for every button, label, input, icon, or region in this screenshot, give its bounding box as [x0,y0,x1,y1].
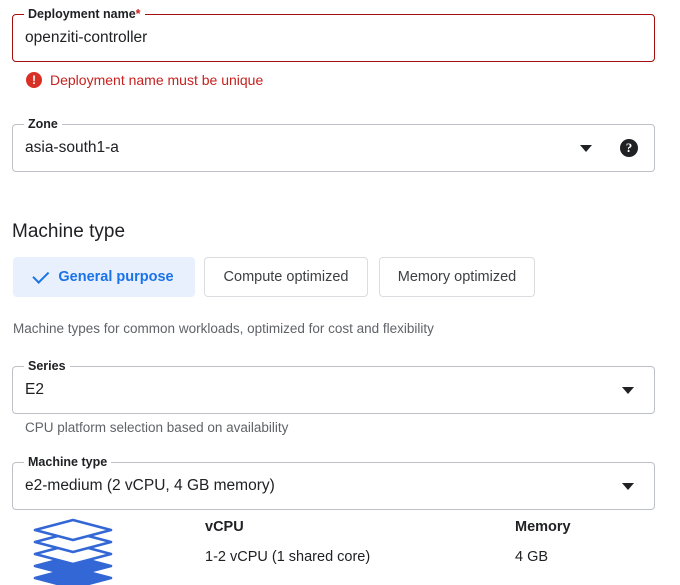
zone-label: Zone [24,117,62,131]
series-select[interactable]: Series E2 [12,359,655,414]
series-value: E2 [25,381,44,398]
spec-column-memory: Memory 4 GB [515,519,571,565]
machine-family-memory-optimized[interactable]: Memory optimized [379,257,535,297]
chevron-down-icon[interactable] [580,145,592,152]
machine-family-general-purpose-label: General purpose [58,269,174,285]
deployment-name-error: ! Deployment name must be unique [26,72,263,88]
deployment-name-label-text: Deployment name [28,7,136,21]
deployment-name-input[interactable]: openziti-controller [25,29,148,46]
help-icon[interactable]: ? [620,139,638,157]
required-asterisk: * [135,7,141,21]
chevron-down-icon[interactable] [622,387,634,394]
zone-select[interactable]: Zone asia-south1-a ? [12,117,655,172]
machine-family-memory-optimized-label: Memory optimized [397,269,517,285]
stacked-layers-icon [28,512,118,585]
spec-header-memory: Memory [515,519,571,535]
machine-type-value: e2-medium (2 vCPU, 4 GB memory) [25,477,275,494]
spec-value-memory: 4 GB [515,549,549,565]
deployment-name-label: Deployment name* [24,7,145,21]
series-helper-text: CPU platform selection based on availabi… [25,420,289,435]
machine-family-compute-optimized[interactable]: Compute optimized [204,257,368,297]
check-icon [32,266,50,284]
series-label: Series [24,359,70,373]
spec-value-vcpu: 1-2 vCPU (1 shared core) [205,549,371,565]
error-message-text: Deployment name must be unique [50,72,264,88]
zone-value: asia-south1-a [25,139,119,156]
machine-family-general-purpose[interactable]: General purpose [13,257,195,297]
machine-type-label: Machine type [24,455,112,469]
machine-family-compute-optimized-label: Compute optimized [223,269,349,285]
spec-header-vcpu: vCPU [205,519,244,535]
deployment-name-field[interactable]: Deployment name* openziti-controller [12,7,655,62]
machine-type-description: Machine types for common workloads, opti… [13,321,434,336]
chevron-down-icon[interactable] [622,483,634,490]
spec-column-vcpu: vCPU 1-2 vCPU (1 shared core) [205,519,370,565]
machine-type-select[interactable]: Machine type e2-medium (2 vCPU, 4 GB mem… [12,455,655,510]
machine-type-section-title: Machine type [12,221,126,242]
error-icon: ! [26,72,42,88]
